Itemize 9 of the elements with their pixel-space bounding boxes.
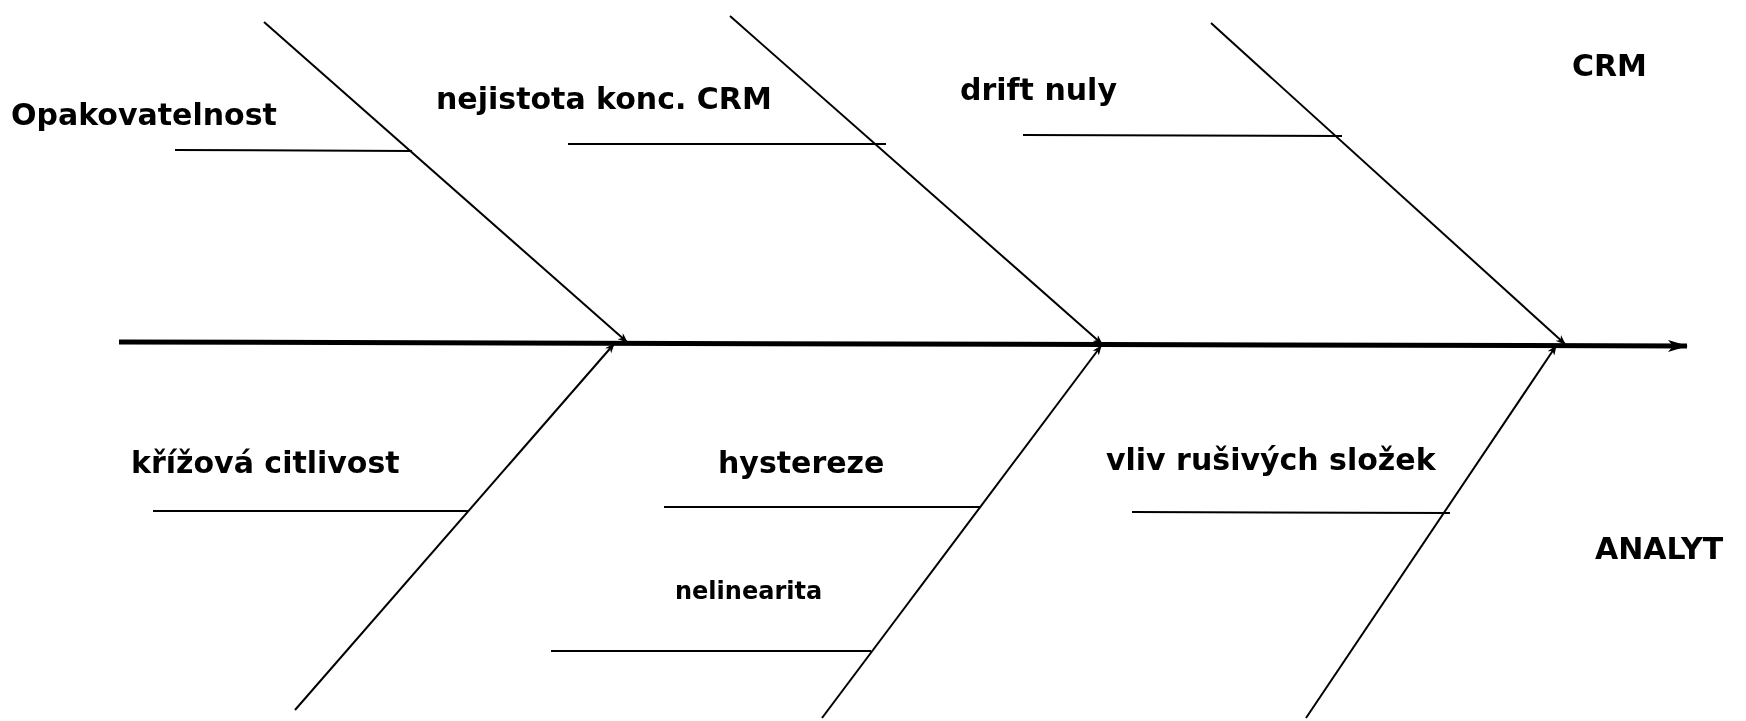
- cause-label: hystereze: [718, 445, 885, 479]
- cause-label: drift nuly: [960, 72, 1117, 106]
- cause-label: nelinearita: [675, 577, 823, 605]
- cause-label: nejistota konc. CRM: [436, 81, 772, 115]
- cause-label: ANALYT: [1595, 531, 1724, 565]
- cause-label: CRM: [1572, 48, 1647, 82]
- cause-label: Opakovatelnost: [11, 97, 277, 131]
- cause-label: vliv rušivých složek: [1106, 442, 1436, 476]
- cause-label: křížová citlivost: [131, 445, 400, 479]
